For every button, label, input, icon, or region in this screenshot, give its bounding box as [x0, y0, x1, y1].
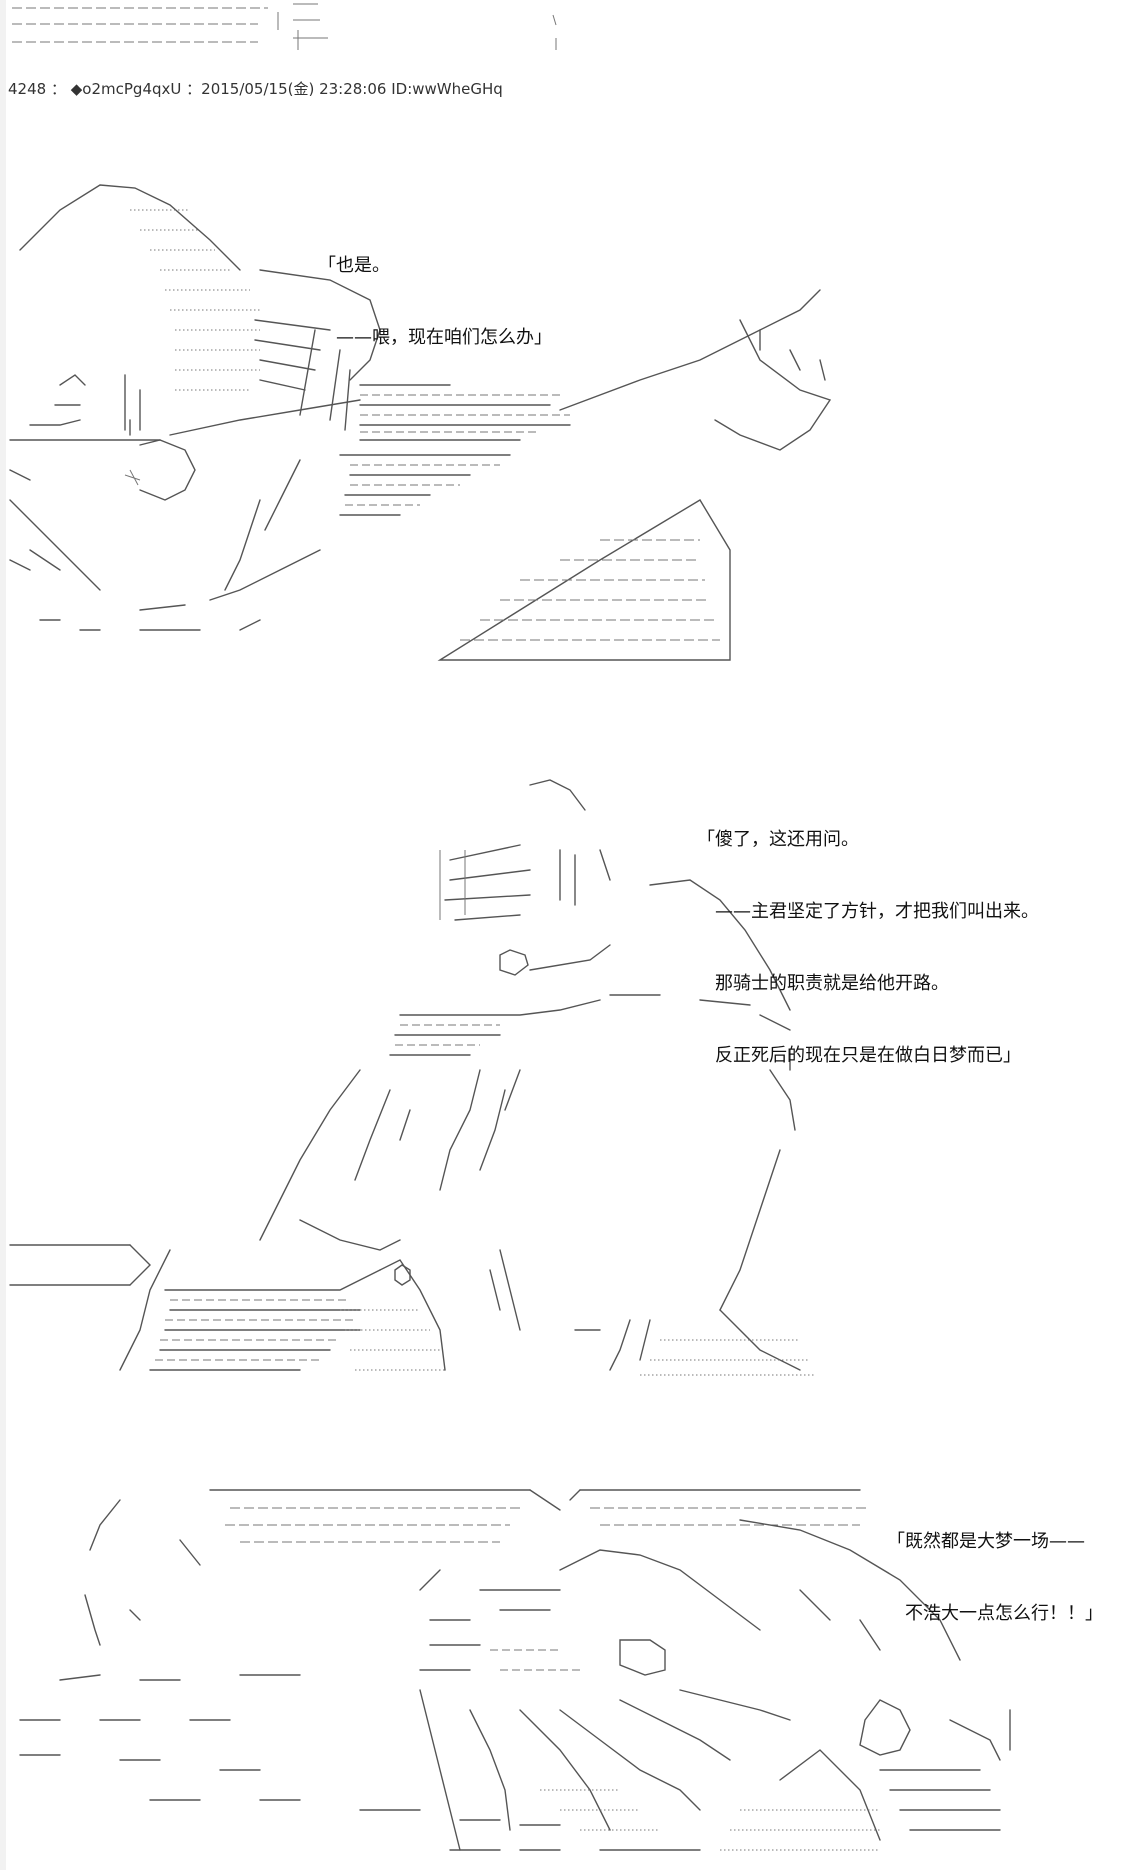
dialogue-line: ——喂，现在咱们怎么办」 — [318, 327, 552, 348]
post-datetime: ：2015/05/15(金) 23:28:06 — [186, 80, 387, 98]
post-trip: ◆o2mcPg4qxU — [70, 80, 182, 98]
dialogue-line: 「傻了，这还用问。 — [697, 829, 859, 850]
post-number: 4248 — [8, 80, 47, 98]
dialogue-line: 那骑士的职责就是给他开路。 — [697, 973, 949, 994]
left-margin-strip — [0, 0, 6, 1870]
dialogue-line: 「既然都是大梦一场—— — [887, 1531, 1085, 1552]
panel-1: 「也是。 ——喂，现在咱们怎么办」 — [0, 170, 1125, 690]
post-id: ID:wwWheGHq — [391, 80, 503, 98]
panel-2: 「傻了，这还用问。 ——主君坚定了方针，才把我们叫出来。 那骑士的职责就是给他开… — [0, 770, 1125, 1380]
dialogue-line: 不浩大一点怎么行！！」 — [887, 1603, 1103, 1624]
panel-2-ascii-art — [9, 779, 815, 1376]
post-separator: ： — [50, 80, 66, 98]
dialogue-line: 反正死后的现在只是在做白日梦而已」 — [697, 1045, 1021, 1066]
panel-1-dialogue: 「也是。 ——喂，现在咱们怎么办」 — [318, 206, 552, 398]
panel-3-ascii-art — [19, 1489, 1011, 1851]
post-header: 4248 ： ◆o2mcPg4qxU ：2015/05/15(金) 23:28:… — [8, 78, 503, 99]
dialogue-line: 「也是。 — [318, 255, 390, 276]
dialogue-line: ——主君坚定了方针，才把我们叫出来。 — [697, 901, 1039, 922]
panel-3-dialogue: 「既然都是大梦一场—— 不浩大一点怎么行！！」 — [887, 1482, 1103, 1674]
panel-1-ascii-art — [9, 184, 832, 661]
previous-art-fragment — [12, 3, 557, 50]
panel-3: 「既然都是大梦一场—— 不浩大一点怎么行！！」 — [0, 1470, 1125, 1870]
panel-2-dialogue: 「傻了，这还用问。 ——主君坚定了方针，才把我们叫出来。 那骑士的职责就是给他开… — [697, 780, 1039, 1116]
